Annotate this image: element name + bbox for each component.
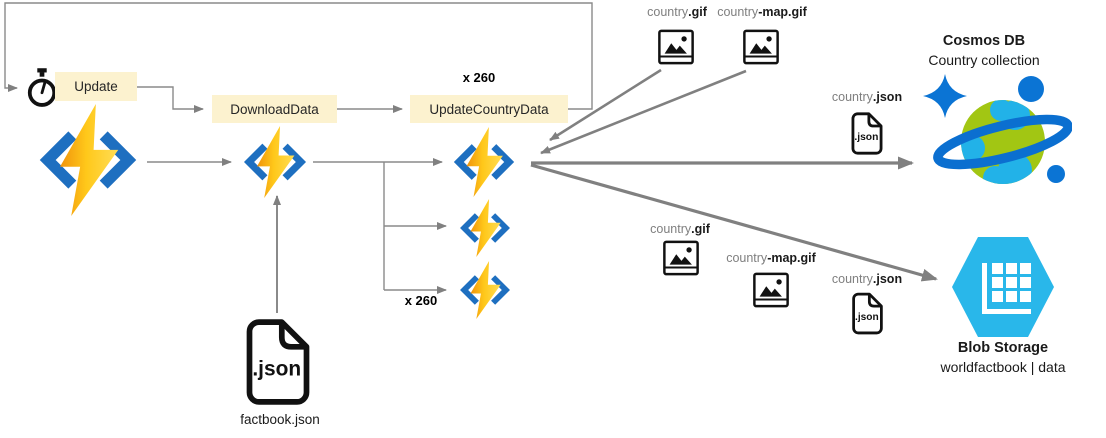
country-map-gif-icon-top [742,28,780,66]
country-json-label-cosmos-ext: .json [872,90,903,104]
updatecountrydata-label: UpdateCountryData [410,95,568,123]
country-map-gif-label-top: country-map.gif [712,5,812,19]
fanout-count-bottom: x 260 [404,293,438,308]
downloaddata-label: DownloadData [212,95,337,123]
country-gif-label-bottom-ext: .gif [691,222,710,236]
country-json-badge-cosmos: .json [854,132,878,143]
updatecountrydata-label-text: UpdateCountryData [429,101,549,117]
cosmos-db-subtitle: Country collection [928,52,1040,68]
country-gif-label-bottom-name: country [650,222,692,236]
country-json-label-blob: country.json [817,272,917,286]
country-gif-icon-top [657,28,695,66]
country-map-gif-label-top-name: country [717,5,759,19]
azure-function-icon-updatecountrydata-2 [454,199,516,257]
factbook-json-badge: .json [252,357,301,380]
country-gif-label-top-name: country [647,5,689,19]
azure-function-icon-updatecountrydata-1 [449,127,519,197]
cosmos-db-icon [923,74,1072,184]
country-map-gif-label-bottom-ext: -map.gif [767,251,816,265]
country-json-label-blob-name: country [831,272,873,286]
fanout-count-top: x 260 [462,70,496,85]
country-gif-label-top-ext: .gif [688,5,707,19]
downloaddata-label-text: DownloadData [230,101,319,117]
timer-trigger-icon [26,68,58,108]
country-json-badge-blob: .json [855,312,879,323]
country-json-label-cosmos: country.json [817,90,917,104]
country-map-gif-label-top-ext: -map.gif [758,5,807,19]
azure-function-icon-updatecountrydata-3 [454,261,516,319]
blob-storage-title: Blob Storage [957,340,1049,356]
country-gif-icon-bottom [662,239,700,277]
azure-function-icon-update [32,104,144,216]
country-map-gif-icon-bottom [752,271,790,309]
country-json-icon-blob: .json [849,291,886,336]
sparkle-icon [923,74,967,118]
blob-storage-subtitle: worldfactbook | data [940,359,1066,375]
azure-function-icon-downloaddata [239,126,311,198]
country-json-label-cosmos-name: country [831,90,873,104]
cosmos-db-title: Cosmos DB [942,33,1026,49]
factbook-json-icon: .json [240,314,316,410]
table-grid-icon [982,263,1031,314]
country-json-label-blob-ext: .json [872,272,903,286]
country-map-gif-label-bottom: country-map.gif [721,251,821,265]
country-gif-label-bottom: country.gif [630,222,730,236]
planet-ring-icon [933,114,1072,170]
update-trigger-label: Update [55,72,137,101]
country-map-gif-label-bottom-name: country [726,251,768,265]
blob-storage-icon [952,237,1054,337]
factbook-json-label: factbook.json [240,412,320,427]
country-json-icon-cosmos: .json [848,111,886,156]
country-gif-label-top: country.gif [627,5,727,19]
update-trigger-label-text: Update [74,79,118,94]
